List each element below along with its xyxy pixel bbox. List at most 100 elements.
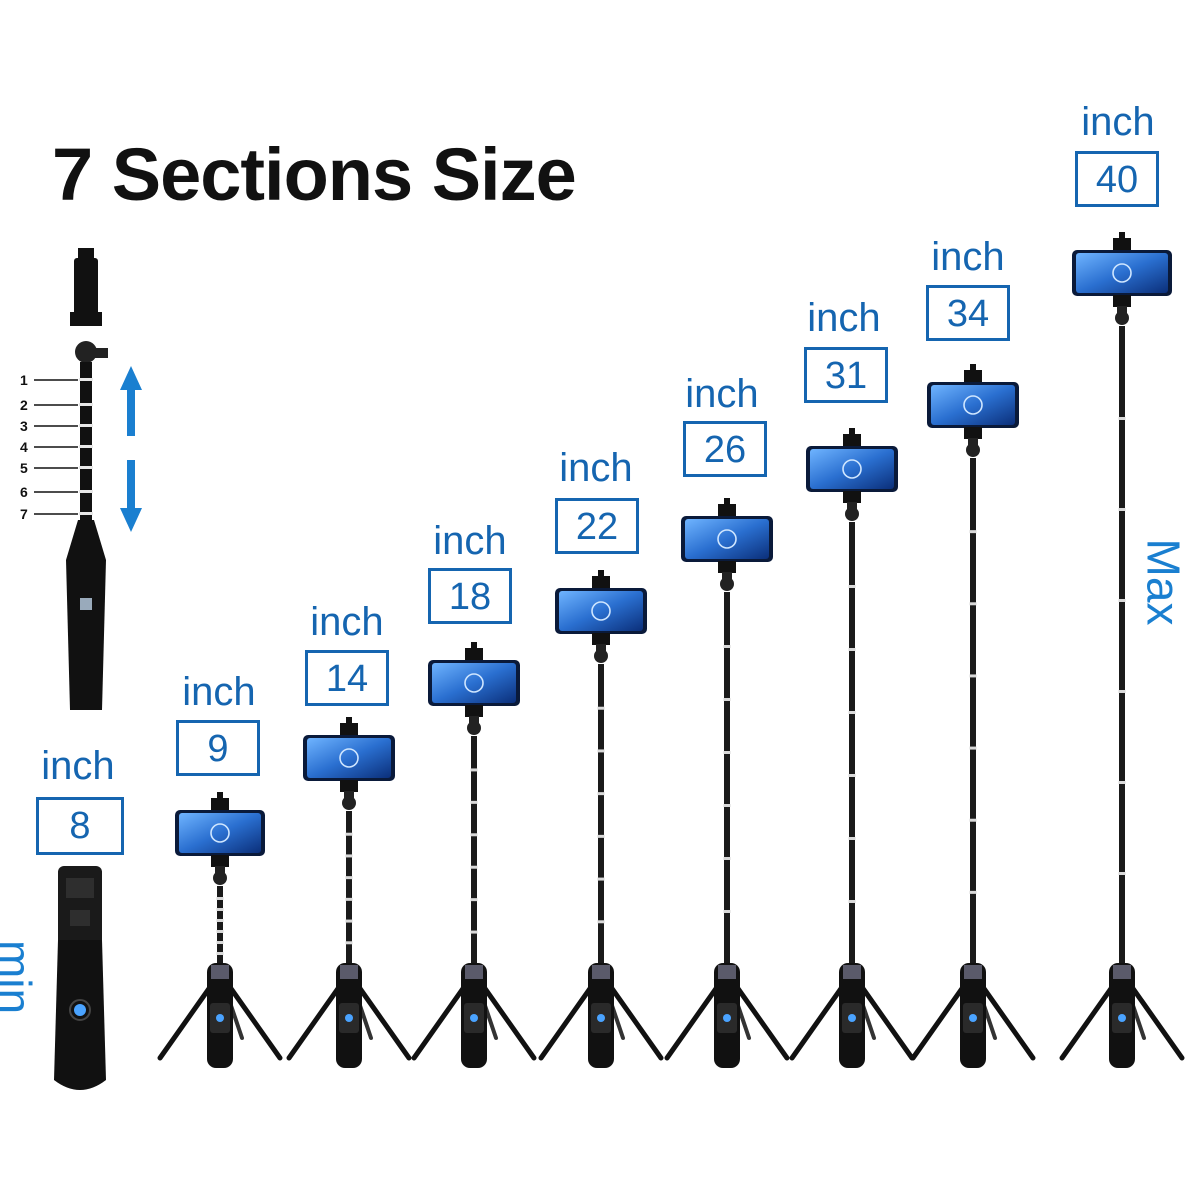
section-number: 7 [20, 506, 28, 522]
handle [66, 520, 106, 710]
clamp-knob [970, 364, 976, 371]
unit-label: inch [931, 235, 1005, 279]
ball-head [1115, 311, 1129, 325]
telescopic-pole [217, 886, 223, 963]
size-value-box: 14 [305, 650, 389, 706]
remote-ring [69, 999, 91, 1021]
down-arrow-icon [120, 460, 142, 532]
pole-joint [969, 530, 977, 534]
clamp-top [465, 648, 483, 661]
ball-head [213, 871, 227, 885]
clamp-top [843, 434, 861, 447]
size-value-box: 26 [683, 421, 767, 477]
ball-head [966, 443, 980, 457]
remote-button [74, 1004, 86, 1016]
clamp-base [70, 312, 102, 326]
handle-collar [1113, 965, 1131, 979]
ball-neck [215, 866, 225, 874]
section-number: 3 [20, 418, 28, 434]
folded-clamp [66, 878, 94, 898]
ball-head [594, 649, 608, 663]
clamp-knob [598, 570, 604, 577]
handle-collar [465, 965, 483, 979]
pole-joint [597, 792, 605, 796]
pole-joint [470, 898, 478, 902]
size-value-box: 22 [555, 498, 639, 554]
clamp-body [74, 258, 98, 316]
pole-joint [723, 910, 731, 913]
pole-joint [597, 920, 605, 924]
ball-knob [94, 348, 108, 358]
telescopic-pole [598, 664, 604, 963]
clamp-knob [849, 428, 855, 435]
phone-screen [931, 385, 1015, 425]
pole-joint [345, 876, 353, 880]
pole-joint [969, 602, 977, 606]
tripod-icon [157, 792, 283, 1068]
phone-screen [179, 813, 261, 853]
pole-joint [723, 804, 731, 807]
pole-joint [597, 877, 605, 881]
section-number: 5 [20, 460, 28, 476]
section-number: 1 [20, 372, 28, 388]
pole-joint [969, 674, 977, 678]
pole-joint [470, 833, 478, 837]
ball-neck [722, 572, 732, 580]
pole-joint [216, 908, 224, 911]
pole-joint [79, 424, 93, 427]
telescopic-pole [724, 592, 730, 963]
page-title: 7 Sections Size [52, 133, 577, 216]
tripod-icon [1059, 232, 1185, 1068]
clamp-knob [1119, 232, 1125, 239]
folded-stick [54, 866, 106, 1090]
pole-joint [848, 585, 856, 588]
handle-collar [211, 965, 229, 979]
ball-head [845, 507, 859, 521]
clamp-top [718, 504, 736, 517]
screen-logo [591, 601, 611, 621]
telescopic-pole [970, 458, 976, 963]
screen-logo [963, 395, 983, 415]
pole-joint [1118, 508, 1126, 511]
remote-button [470, 1014, 478, 1022]
size-value-box: 40 [1075, 151, 1159, 207]
pole-joint [848, 837, 856, 840]
pole-joint [723, 857, 731, 860]
tripod-icon [789, 428, 915, 1068]
handle-collar [340, 965, 358, 979]
clamp-top [592, 576, 610, 589]
section-diagram [34, 248, 142, 710]
pole-joint [597, 749, 605, 753]
pole-joint [79, 512, 93, 515]
clamp-knob [346, 717, 352, 724]
pole-joint [723, 751, 731, 754]
clamp-bottom [1113, 295, 1131, 307]
pole-joint [969, 746, 977, 750]
unit-label: inch [807, 296, 881, 340]
phone-screen [559, 591, 643, 631]
remote-button [969, 1014, 977, 1022]
remote-button [597, 1014, 605, 1022]
pole-joint [216, 952, 224, 955]
pole-joint [470, 800, 478, 804]
pole-joint [848, 774, 856, 777]
clamp-top [340, 723, 358, 736]
folded-clamp [70, 910, 90, 926]
size-value-box: 34 [926, 285, 1010, 341]
section-number: 6 [20, 484, 28, 500]
pole-joint [597, 834, 605, 838]
pole-joint [723, 698, 731, 701]
unit-label: inch [310, 600, 384, 644]
clamp-top [211, 798, 229, 811]
clamp-knob [217, 792, 223, 799]
ball-neck [968, 438, 978, 446]
pole-joint [345, 832, 353, 836]
ball-head [75, 341, 97, 363]
phone-screen [1076, 253, 1168, 293]
unit-label: inch [433, 519, 507, 563]
size-value-box: 18 [428, 568, 512, 624]
pole-joint [345, 941, 353, 945]
pole-joint [345, 854, 353, 858]
pole-joint [1118, 417, 1126, 420]
